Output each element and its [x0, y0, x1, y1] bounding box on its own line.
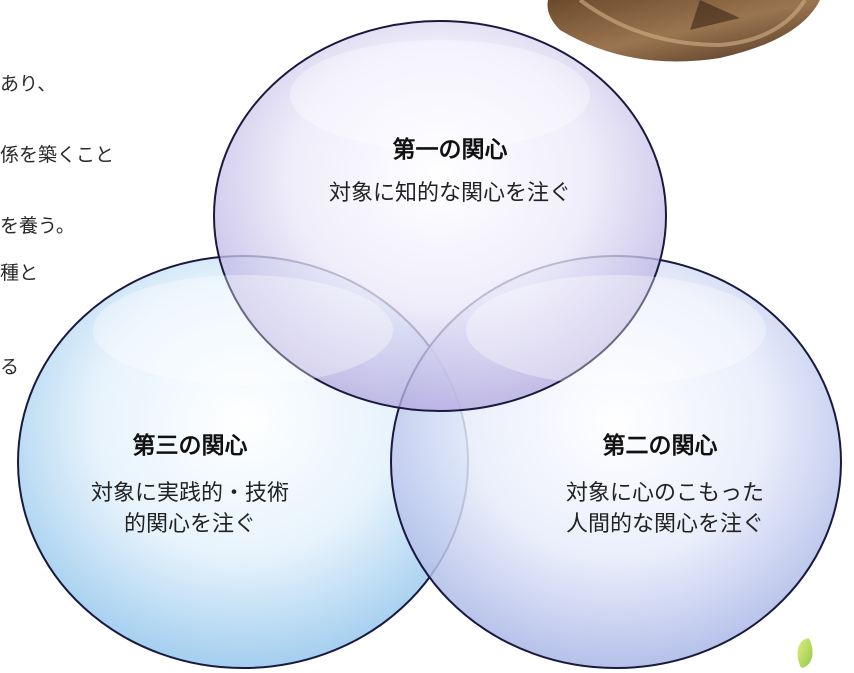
left-text-line: あり、 [0, 73, 57, 95]
third-concern-title: 第三の関心 [132, 433, 248, 459]
circle-first [213, 20, 667, 412]
left-text-line: る [0, 356, 20, 378]
third-concern-description: 対象に実践的・技術 的関心を注ぐ [90, 481, 289, 537]
first-concern-title: 第一の関心 [392, 137, 508, 163]
second-concern-description: 対象に心のこもった 人間的な関心を注ぐ [565, 481, 764, 537]
left-text-line: 係を築くこと [0, 144, 115, 166]
second-concern-title: 第二の関心 [602, 433, 718, 459]
first-concern-description: 対象に知的な関心を注ぐ [328, 181, 571, 206]
decorative-image [547, 0, 820, 62]
left-text-line: を養う。 [0, 215, 75, 237]
left-text-line: 種と [0, 262, 39, 284]
